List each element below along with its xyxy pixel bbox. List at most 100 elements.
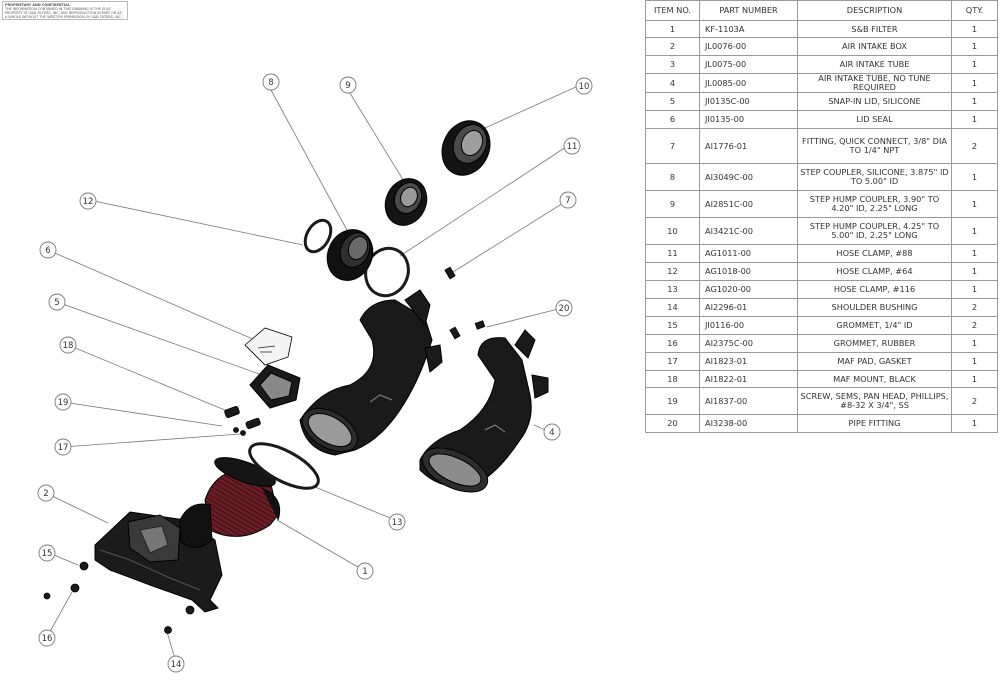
part-number-cell: AI2851C-00: [699, 190, 798, 218]
description-cell: MAF PAD, GASKET: [797, 352, 952, 371]
snap-in-lid: [249, 364, 301, 409]
balloon-circle: [559, 191, 577, 209]
balloon-label: 14: [171, 660, 182, 670]
description-cell: MAF MOUNT, BLACK: [797, 370, 952, 388]
item-no-cell: 19: [645, 387, 700, 415]
balloon-label: 12: [83, 197, 94, 207]
qty-cell: 1: [951, 370, 998, 388]
balloon-label: 6: [45, 246, 50, 256]
description-cell: HOSE CLAMP, #88: [797, 244, 952, 263]
description-cell: GROMMET, RUBBER: [797, 334, 952, 353]
description-cell: GROMMET, 1/4" ID: [797, 316, 952, 335]
item-no-cell: 9: [645, 190, 700, 218]
balloon-20: 20: [555, 299, 573, 317]
part-number-cell: AI2375C-00: [699, 334, 798, 353]
step-hump-coupler-large: [441, 120, 491, 176]
item-no-cell: 1: [645, 20, 700, 38]
fittings: [444, 266, 486, 340]
balloon-11: 11: [563, 137, 581, 155]
screws-and-gasket: [233, 417, 261, 436]
balloon-14: 14: [167, 655, 185, 673]
qty-cell: 1: [951, 217, 998, 245]
balloon-8: 8: [262, 73, 280, 91]
qty-cell: 1: [951, 244, 998, 263]
balloon-circle: [356, 562, 374, 580]
balloon-circle: [54, 438, 72, 456]
balloon-label: 8: [268, 78, 273, 88]
balloon-label: 17: [58, 443, 69, 453]
balloon-6: 6: [39, 241, 57, 259]
item-no-cell: 3: [645, 55, 700, 74]
balloon-16: 16: [38, 629, 56, 647]
part-number-cell: AI3238-00: [699, 414, 798, 433]
balloon-circle: [38, 629, 56, 647]
part-number-cell: AI1823-01: [699, 352, 798, 371]
description-cell: AIR INTAKE TUBE, NO TUNE REQUIRED: [797, 73, 952, 93]
step-coupler: [326, 229, 374, 281]
part-number-cell: AI3049C-00: [699, 163, 798, 191]
air-intake-tube: [299, 289, 443, 456]
balloon-19: 19: [54, 393, 72, 411]
qty-cell: 1: [951, 352, 998, 371]
item-no-cell: 7: [645, 128, 700, 164]
header-qty: QTY.: [951, 0, 998, 21]
item-no-cell: 14: [645, 298, 700, 317]
balloon-circle: [37, 484, 55, 502]
balloon-circle: [575, 77, 593, 95]
balloon-label: 10: [579, 82, 590, 92]
item-no-cell: 10: [645, 217, 700, 245]
description-cell: HOSE CLAMP, #116: [797, 280, 952, 299]
hose-clamp-64: [303, 218, 333, 254]
balloon-circle: [555, 299, 573, 317]
qty-cell: 1: [951, 262, 998, 281]
balloon-circle: [59, 336, 77, 354]
item-no-cell: 2: [645, 37, 700, 56]
item-no-cell: 6: [645, 110, 700, 129]
qty-cell: 1: [951, 20, 998, 38]
qty-cell: 1: [951, 92, 998, 111]
balloon-circle: [339, 76, 357, 94]
balloon-5: 5: [48, 293, 66, 311]
part-number-cell: JI0135C-00: [699, 92, 798, 111]
part-number-cell: JL0075-00: [699, 55, 798, 74]
part-number-cell: AI1776-01: [699, 128, 798, 164]
part-number-cell: JL0085-00: [699, 73, 798, 93]
balloon-label: 19: [58, 398, 69, 408]
balloon-label: 18: [63, 341, 74, 351]
qty-cell: 2: [951, 128, 998, 164]
qty-cell: 2: [951, 387, 998, 415]
balloon-label: 20: [559, 304, 570, 314]
notice-body: THE INFORMATION CONTAINED IN THIS DRAWIN…: [5, 7, 122, 19]
balloon-circle: [563, 137, 581, 155]
item-no-cell: 18: [645, 370, 700, 388]
balloon-15: 15: [38, 544, 56, 562]
part-number-cell: AG1018-00: [699, 262, 798, 281]
qty-cell: 1: [951, 163, 998, 191]
balloon-12: 12: [79, 192, 97, 210]
qty-cell: 1: [951, 110, 998, 129]
header-description: DESCRIPTION: [797, 0, 952, 21]
balloon-17: 17: [54, 438, 72, 456]
balloon-label: 7: [565, 196, 570, 206]
description-cell: SNAP-IN LID, SILICONE: [797, 92, 952, 111]
item-no-cell: 13: [645, 280, 700, 299]
balloon-label: 11: [567, 142, 578, 152]
balloon-label: 9: [345, 81, 350, 91]
qty-cell: 1: [951, 414, 998, 433]
balloon-circle: [38, 544, 56, 562]
description-cell: HOSE CLAMP, #64: [797, 262, 952, 281]
bom-header-row: ITEM NO. PART NUMBER DESCRIPTION QTY.: [645, 0, 998, 21]
